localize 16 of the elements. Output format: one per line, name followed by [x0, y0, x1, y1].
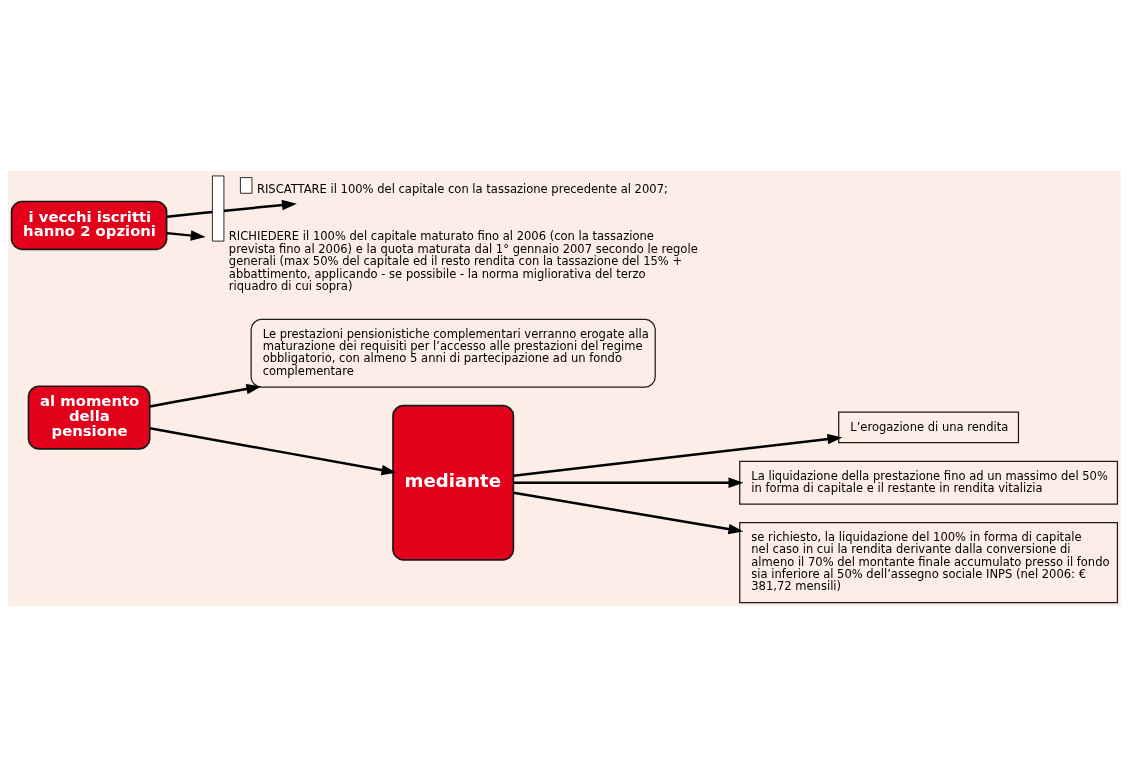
- node-box: mediante: [392, 404, 515, 561]
- node-box: i vecchi iscritti hanno 2 opzioni: [10, 200, 168, 251]
- arrow: [149, 383, 262, 408]
- node-box: al momento della pensione: [27, 385, 151, 450]
- node-box: se richiesto, la liquidazione del 100% in forma di capitale nel caso in cui la rendita derivante dalla conversione di almeno il 70% del montante finale accumulato presso il fondo sia inferiore al 50% dell’assegno sociale INPS (nel 2006: € 381,72 mensili): [739, 522, 1119, 604]
- arrow: [513, 491, 744, 535]
- node-label: RISCATTARE il 100% del capitale con la tassazione precedente al 2007;: [256, 181, 668, 196]
- arrow: [166, 230, 206, 241]
- arrow: [166, 199, 297, 218]
- node-box: Le prestazioni pensionistiche complementari verranno erogate alla maturazione dei requisiti per l’accesso alle prestazioni del regime obbligatorio, con almeno 5 anni di partecipazione ad un fondo complementare: [250, 318, 656, 388]
- node-box: L’erogazione di una rendita: [838, 411, 1020, 444]
- arrow: [513, 477, 744, 488]
- node-box: La liquidazione della prestazione fino ad un massimo del 50% in forma di capitale e il restante in rendita vitalizia: [739, 460, 1119, 505]
- arrow: [149, 427, 397, 476]
- arrow: [513, 434, 843, 477]
- node-label: RICHIEDERE il 100% del capitale maturato fino al 2006 (con la tassazione prevista fino al 2006) e la quota maturata dal 1° gennaio 2007 secondo le regole generali (max 50% del capitale ed il resto rendita con la tassazione del 15% + abbattimento, applicando - se possibile - la norma migliorativa del terzo riquadro di cui sopra): [228, 229, 698, 293]
